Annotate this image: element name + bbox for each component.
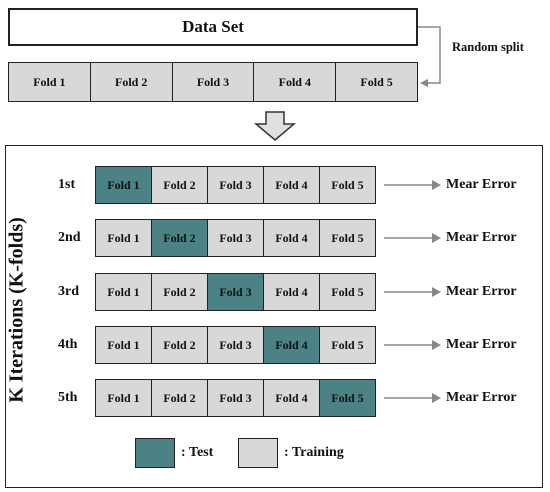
legend-training-swatch xyxy=(238,438,278,468)
test-fold: Fold 1 xyxy=(96,167,152,203)
legend-test-swatch xyxy=(135,438,175,468)
top-fold: Fold 5 xyxy=(336,63,417,101)
arrow-right-icon xyxy=(384,233,441,243)
training-fold: Fold 1 xyxy=(96,274,152,310)
training-fold: Fold 5 xyxy=(320,167,375,203)
test-fold: Fold 5 xyxy=(320,380,375,416)
training-fold: Fold 5 xyxy=(320,220,375,256)
random-split-arrow xyxy=(418,26,441,84)
training-fold: Fold 2 xyxy=(152,327,208,363)
mean-error-label: Mear Error xyxy=(446,177,517,192)
mean-error-label: Mear Error xyxy=(446,230,517,245)
iteration-label: 5th xyxy=(58,390,78,405)
training-fold: Fold 4 xyxy=(264,274,320,310)
top-fold-row: Fold 1 Fold 2 Fold 3 Fold 4 Fold 5 xyxy=(8,62,418,102)
iteration-label: 3rd xyxy=(58,284,79,299)
training-fold: Fold 5 xyxy=(320,274,375,310)
arrow-right-icon xyxy=(384,287,441,297)
legend-test-label: : Test xyxy=(181,445,214,460)
training-fold: Fold 3 xyxy=(208,220,264,256)
iteration-label: 1st xyxy=(58,177,76,192)
top-fold: Fold 4 xyxy=(254,63,337,101)
top-fold: Fold 3 xyxy=(172,63,255,101)
iteration-label: 2nd xyxy=(58,230,81,245)
random-split-label: Random split xyxy=(452,40,524,54)
top-fold: Fold 2 xyxy=(90,63,173,101)
dataset-title: Data Set xyxy=(182,17,244,36)
mean-error-label: Mear Error xyxy=(446,390,517,405)
training-fold: Fold 2 xyxy=(152,380,208,416)
arrow-right-icon xyxy=(384,180,441,190)
training-fold: Fold 1 xyxy=(96,220,152,256)
iterations-axis-text: K Iterations (K-folds) xyxy=(5,217,28,403)
training-fold: Fold 1 xyxy=(96,327,152,363)
iteration-label: 4th xyxy=(58,337,78,352)
test-fold: Fold 4 xyxy=(264,327,320,363)
dataset-box: Data Set xyxy=(8,8,418,46)
training-fold: Fold 3 xyxy=(208,380,264,416)
training-fold: Fold 4 xyxy=(264,167,320,203)
training-fold: Fold 2 xyxy=(152,167,208,203)
training-fold: Fold 4 xyxy=(264,380,320,416)
mean-error-label: Mear Error xyxy=(446,337,517,352)
iterations-panel xyxy=(5,145,543,488)
legend-training-label: : Training xyxy=(284,445,344,460)
training-fold: Fold 4 xyxy=(264,220,320,256)
training-fold: Fold 5 xyxy=(320,327,375,363)
training-fold: Fold 3 xyxy=(208,167,264,203)
down-arrow-icon xyxy=(253,111,297,141)
arrow-right-icon xyxy=(384,340,441,350)
random-split-arrowhead xyxy=(420,79,428,87)
training-fold: Fold 2 xyxy=(152,274,208,310)
training-fold: Fold 3 xyxy=(208,327,264,363)
test-fold: Fold 2 xyxy=(152,220,208,256)
top-fold: Fold 1 xyxy=(9,63,91,101)
test-fold: Fold 3 xyxy=(208,274,264,310)
arrow-right-icon xyxy=(384,393,441,403)
mean-error-label: Mear Error xyxy=(446,284,517,299)
training-fold: Fold 1 xyxy=(96,380,152,416)
